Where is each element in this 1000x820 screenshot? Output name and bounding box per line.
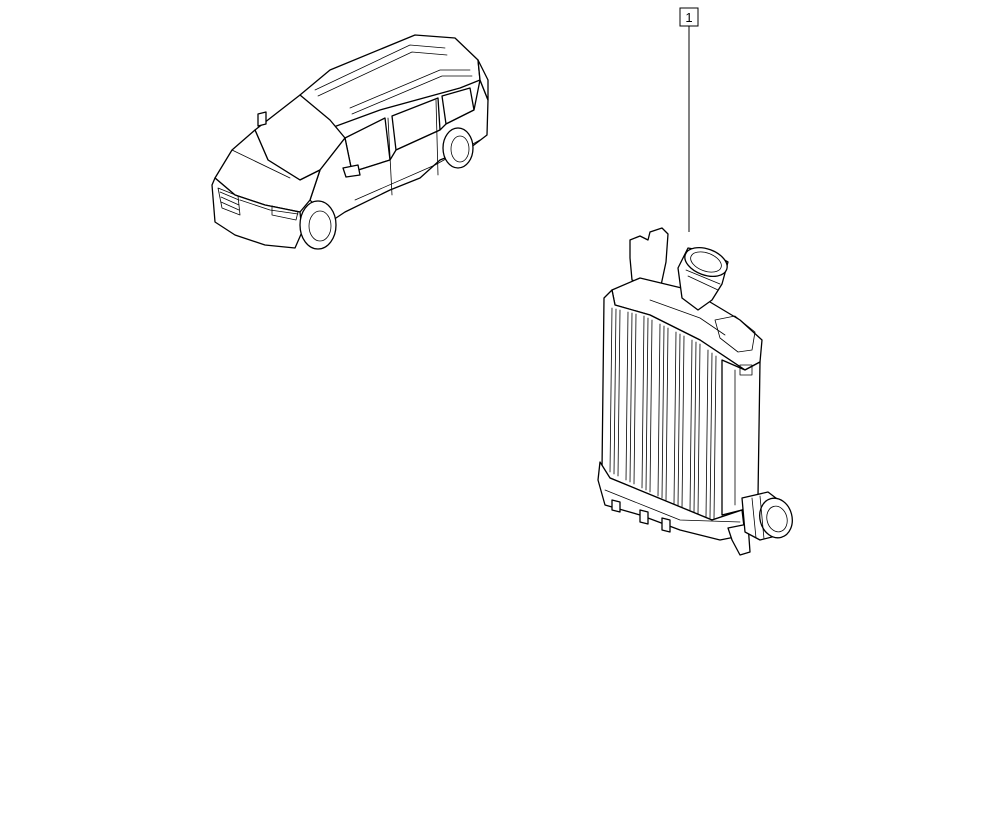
intercooler-illustration (597, 227, 793, 556)
callout-1: 1 (679, 7, 699, 232)
vehicle-illustration (211, 34, 489, 250)
core-fins (609, 307, 717, 520)
callout-label: 1 (685, 10, 692, 25)
